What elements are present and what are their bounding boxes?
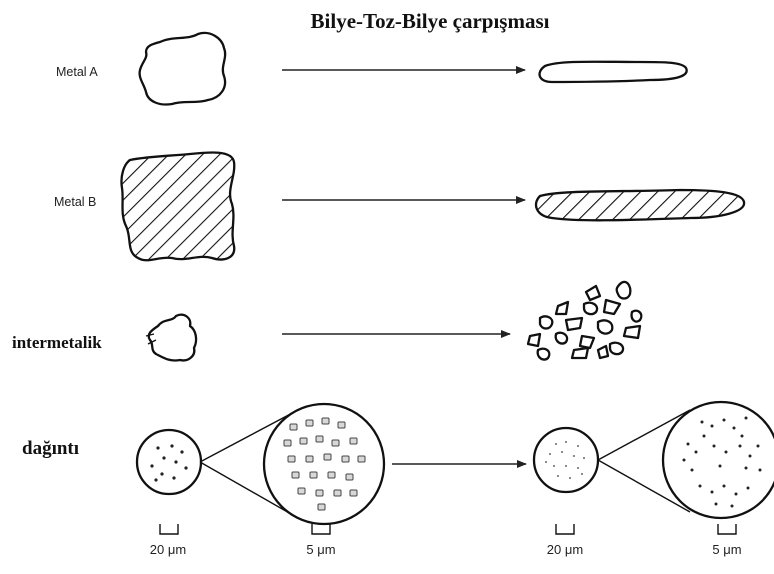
right-small-circle-dots — [545, 441, 585, 479]
right-zoom-line-bottom — [598, 460, 690, 512]
right-zoom-line-top — [598, 410, 690, 460]
intermetallic-label: intermetalik — [12, 333, 102, 352]
intermetallic-tail — [146, 334, 156, 344]
metal-a-flattened — [540, 62, 687, 82]
left-small-circle — [137, 430, 201, 494]
right-large-circle — [663, 402, 774, 518]
left-zoom-line-top — [200, 410, 298, 462]
left-small-scale-label: 20 μm — [150, 542, 186, 557]
right-large-scale-label: 5 μm — [712, 542, 741, 557]
metal-b-particle — [121, 152, 234, 260]
metal-b-flattened — [536, 190, 744, 220]
right-small-scale-label: 20 μm — [547, 542, 583, 557]
left-large-scalebar — [312, 524, 330, 534]
metal-b-label: Metal B — [54, 195, 96, 209]
left-small-circle-dots — [150, 444, 187, 481]
left-large-scale-label: 5 μm — [306, 542, 335, 557]
right-large-circle-dots — [683, 417, 762, 508]
right-small-scalebar — [556, 524, 574, 534]
intermetallic-fragments — [528, 282, 641, 360]
diagram-title: Bilye-Toz-Bilye çarpışması — [311, 9, 550, 33]
intermetallic-particle — [149, 315, 196, 361]
dispersion-label: dağıntı — [22, 438, 79, 459]
left-large-circle-particles — [284, 418, 365, 510]
right-small-circle — [534, 428, 598, 492]
metal-a-particle — [140, 33, 226, 105]
left-small-scalebar — [160, 524, 178, 534]
right-large-scalebar — [718, 524, 736, 534]
metal-a-label: Metal A — [56, 65, 98, 79]
